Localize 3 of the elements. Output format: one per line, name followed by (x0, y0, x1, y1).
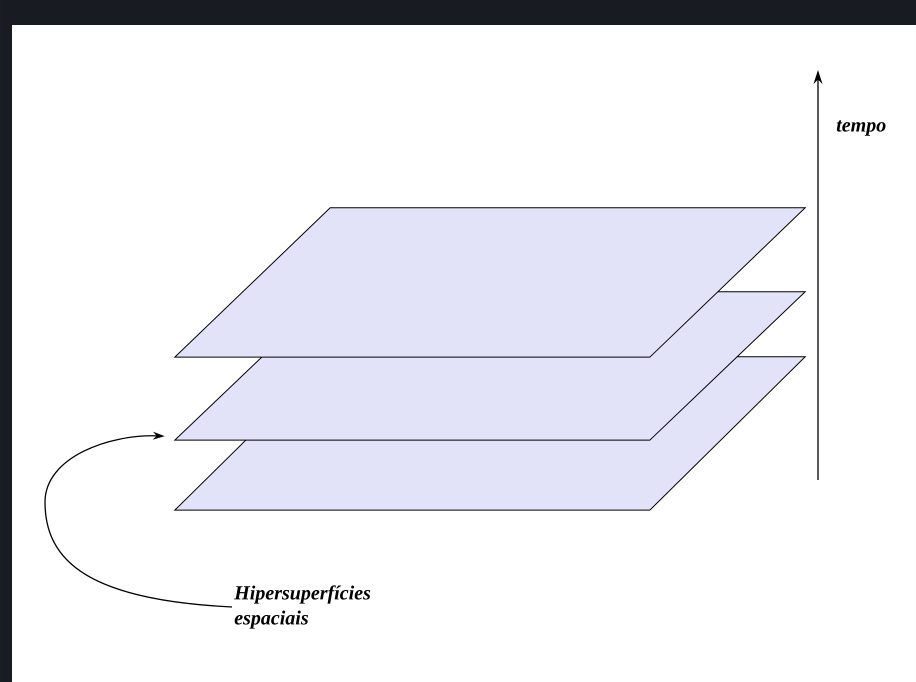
caption-text: Hipersuperfícies espaciais (234, 585, 370, 629)
curved-arrow (44, 432, 232, 608)
axis-label: tempo (836, 120, 886, 136)
